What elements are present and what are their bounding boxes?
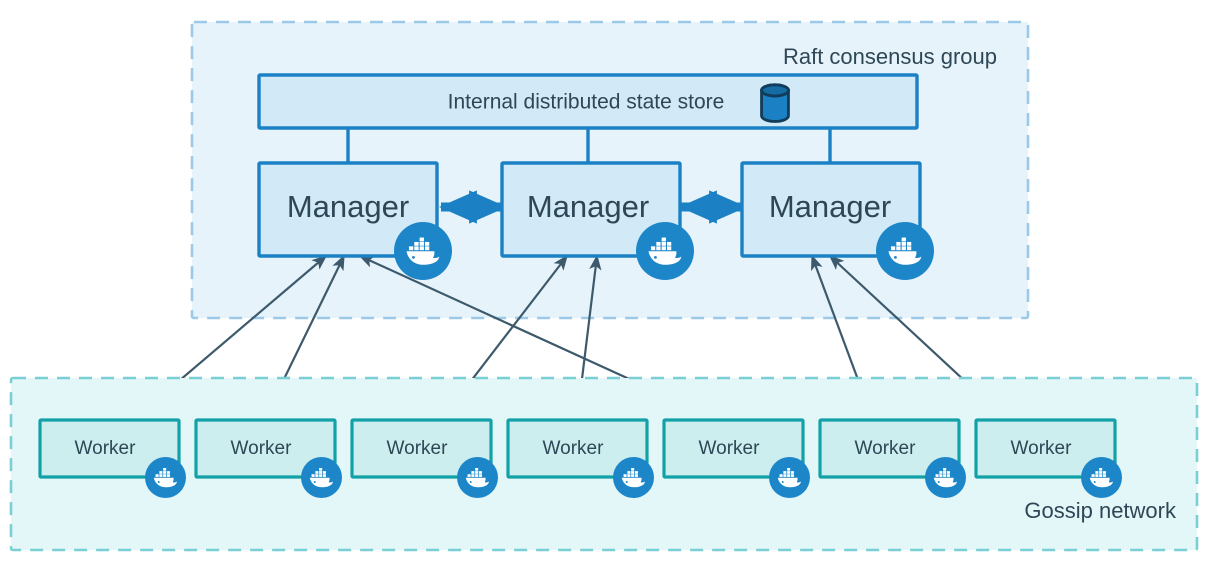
store-manager-connectors — [346, 128, 832, 163]
worker-5-box — [662, 418, 805, 479]
docker-whale-icon — [457, 457, 498, 498]
manager-3-label: Manager — [769, 189, 891, 224]
docker-whale-icon — [1081, 457, 1122, 498]
worker-node-5[interactable]: Worker — [662, 418, 810, 498]
worker-1-box — [38, 418, 181, 479]
worker-node-6[interactable]: Worker — [818, 418, 966, 498]
manager-1-label: Manager — [287, 189, 409, 224]
worker-7-box — [974, 418, 1117, 479]
worker-node-2[interactable]: Worker — [194, 418, 342, 498]
docker-whale-icon — [394, 222, 452, 280]
manager-node-1[interactable]: Manager — [257, 161, 452, 280]
worker-node-4[interactable]: Worker — [506, 418, 654, 498]
worker-5-label: Worker — [699, 438, 761, 459]
manager-2-label: Manager — [527, 189, 649, 224]
state-store-label: Internal distributed state store — [448, 91, 725, 114]
raft-group-label: Raft consensus group — [783, 44, 997, 69]
docker-whale-icon — [925, 457, 966, 498]
docker-whale-icon — [876, 222, 934, 280]
gossip-group-label: Gossip network — [1024, 498, 1177, 523]
worker-4-label: Worker — [543, 438, 605, 459]
worker-6-label: Worker — [855, 438, 917, 459]
docker-whale-icon — [301, 457, 342, 498]
manager-1-box — [257, 161, 439, 258]
worker-3-label: Worker — [387, 438, 449, 459]
worker-1-label: Worker — [75, 438, 137, 459]
worker-6-box — [818, 418, 961, 479]
database-cylinder-icon — [760, 83, 790, 123]
docker-whale-icon — [769, 457, 810, 498]
worker-node-7[interactable]: Worker — [974, 418, 1122, 498]
worker-node-1[interactable]: Worker — [38, 418, 186, 498]
manager-node-2[interactable]: Manager — [500, 161, 694, 280]
manager-3-box — [740, 161, 922, 258]
state-store-box — [257, 73, 919, 130]
manager-node-3[interactable]: Manager — [740, 161, 934, 280]
docker-whale-icon — [636, 222, 694, 280]
worker-2-box — [194, 418, 337, 479]
internal-state-store[interactable]: Internal distributed state store — [257, 73, 919, 130]
docker-whale-icon — [145, 457, 186, 498]
worker-4-box — [506, 418, 649, 479]
worker-7-label: Worker — [1011, 438, 1073, 459]
manager-2-box — [500, 161, 682, 258]
worker-2-label: Worker — [231, 438, 293, 459]
worker-3-box — [350, 418, 493, 479]
worker-node-3[interactable]: Worker — [350, 418, 498, 498]
docker-whale-icon — [613, 457, 654, 498]
